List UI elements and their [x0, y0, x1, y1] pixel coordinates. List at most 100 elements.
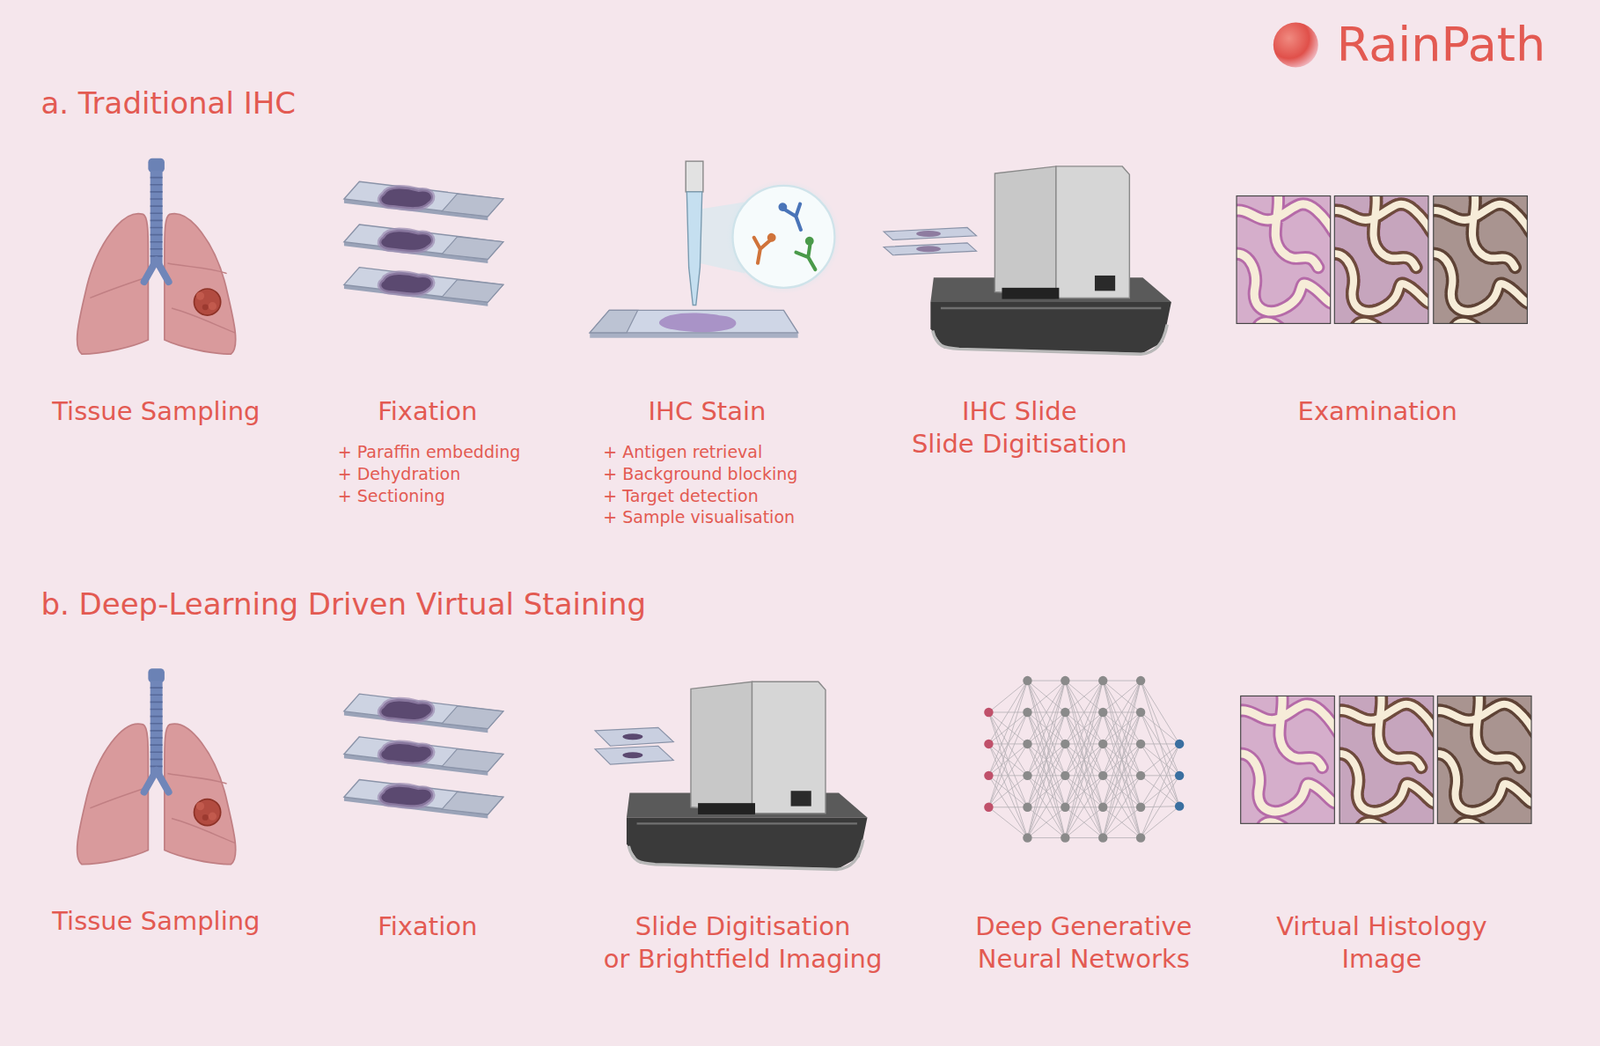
- histology-panel: [1339, 695, 1434, 823]
- step-label: Slide Digitisation: [911, 429, 1128, 459]
- ihc-stain-illustration: [806, 237, 814, 245]
- network-neuron: [1136, 770, 1145, 780]
- histology-panel: [1427, 690, 1540, 834]
- histology-panel: [1329, 690, 1442, 834]
- histology-panel: [1437, 695, 1532, 823]
- network-neuron: [1022, 707, 1032, 717]
- network-neuron: [1022, 802, 1032, 812]
- histology-panel: [1437, 695, 1532, 823]
- small-slide: [594, 726, 674, 764]
- ihc-stain-illustration: [785, 204, 809, 233]
- network-neuron: [1136, 739, 1145, 749]
- network-neuron: [1136, 675, 1145, 685]
- histology-panel: [1433, 196, 1528, 324]
- ihc-stain-illustration: [589, 161, 841, 338]
- step-label: Image: [1341, 944, 1422, 974]
- network-neuron: [1174, 800, 1184, 810]
- network-neuron: [1060, 707, 1070, 717]
- step-detail: + Sectioning: [337, 486, 446, 507]
- step-detail: + Paraffin embedding: [337, 442, 522, 463]
- small-slide: [622, 751, 643, 758]
- network-neuron: [1174, 770, 1184, 780]
- step-label: Deep Generative: [975, 911, 1192, 941]
- network-neuron: [1022, 739, 1032, 749]
- ihc-stain-illustration: [795, 243, 823, 273]
- network-neuron: [983, 770, 993, 780]
- network-neuron: [1060, 770, 1070, 780]
- step-label: Fixation: [377, 396, 478, 426]
- ihc-stain-illustration: [686, 191, 702, 306]
- histology-panel: [1240, 695, 1336, 823]
- step-label: IHC Stain: [648, 396, 767, 426]
- step-label: Virtual Histology: [1276, 911, 1487, 941]
- logo-circle: [1273, 22, 1319, 67]
- ihc-stain-illustration: [779, 203, 786, 210]
- step-label: Tissue Sampling: [51, 396, 260, 426]
- network-neuron: [1098, 707, 1108, 717]
- network-neuron: [1098, 802, 1108, 812]
- ihc-stain-illustration: [792, 237, 826, 274]
- histology-panel: [1236, 196, 1331, 324]
- network-neuron: [1098, 770, 1108, 780]
- neural-network: [983, 675, 1184, 843]
- histology-panel: [1240, 695, 1336, 823]
- small-slide: [883, 242, 977, 256]
- histology-panel: [1236, 196, 1331, 324]
- histology-panel: [1236, 196, 1331, 324]
- network-neuron: [1098, 832, 1108, 842]
- step-detail: + Background blocking: [602, 464, 798, 485]
- network-neuron: [1022, 832, 1032, 842]
- histology-panel: [1334, 196, 1429, 324]
- small-slide: [883, 227, 977, 240]
- histology-panel: [1433, 196, 1528, 324]
- lungs-illustration: [77, 158, 236, 355]
- network-neuron: [983, 802, 993, 812]
- network-neuron: [1060, 675, 1070, 685]
- slide-scanner: [930, 166, 1172, 354]
- step-detail: + Dehydration: [337, 464, 461, 485]
- step-label: Neural Networks: [977, 944, 1190, 974]
- network-neuron: [1022, 675, 1032, 685]
- histology-panel: [1334, 196, 1429, 324]
- network-neuron: [1136, 802, 1145, 812]
- histology-panel: [1225, 190, 1338, 334]
- step-label: IHC Slide: [961, 396, 1078, 426]
- histology-panel: [1240, 695, 1336, 823]
- network-neuron: [1174, 739, 1184, 749]
- histology-panel: [1334, 196, 1429, 324]
- slide-scanner: [626, 681, 868, 869]
- histology-panel: [1437, 695, 1532, 823]
- ihc-stain-illustration: [749, 231, 775, 265]
- ihc-stain-illustration: [749, 237, 771, 265]
- step-label: Examination: [1298, 396, 1458, 426]
- network-neuron: [1022, 770, 1032, 780]
- step-label: or Brightfield Imaging: [603, 944, 883, 974]
- network-neuron: [1136, 707, 1145, 717]
- step-detail: + Antigen retrieval: [602, 442, 763, 463]
- histology-panel: [1433, 196, 1528, 324]
- histology-panel: [1240, 695, 1336, 823]
- ihc-stain-illustration: [589, 309, 638, 332]
- histology-panel: [1230, 690, 1343, 834]
- step-detail: + Target detection: [602, 486, 759, 507]
- network-neuron: [1136, 832, 1145, 842]
- ihc-stain-illustration: [733, 185, 836, 288]
- lungs-illustration: [77, 667, 236, 865]
- small-slide: [594, 726, 674, 746]
- ihc-stain-illustration: [589, 332, 798, 338]
- ihc-stain-illustration: [659, 312, 736, 332]
- network-neuron: [1098, 675, 1108, 685]
- histology-panel: [1339, 695, 1434, 823]
- fixation-slides: [344, 181, 504, 306]
- step-label: Slide Digitisation: [635, 911, 852, 941]
- network-neuron: [1060, 802, 1070, 812]
- histology-panel: [1334, 196, 1429, 324]
- histology-panel: [1437, 695, 1532, 823]
- histology-panel: [1334, 196, 1429, 324]
- network-neuron: [1098, 739, 1108, 749]
- histology-panel: [1324, 190, 1437, 334]
- small-slide: [594, 745, 674, 764]
- histology-panel: [1423, 190, 1535, 334]
